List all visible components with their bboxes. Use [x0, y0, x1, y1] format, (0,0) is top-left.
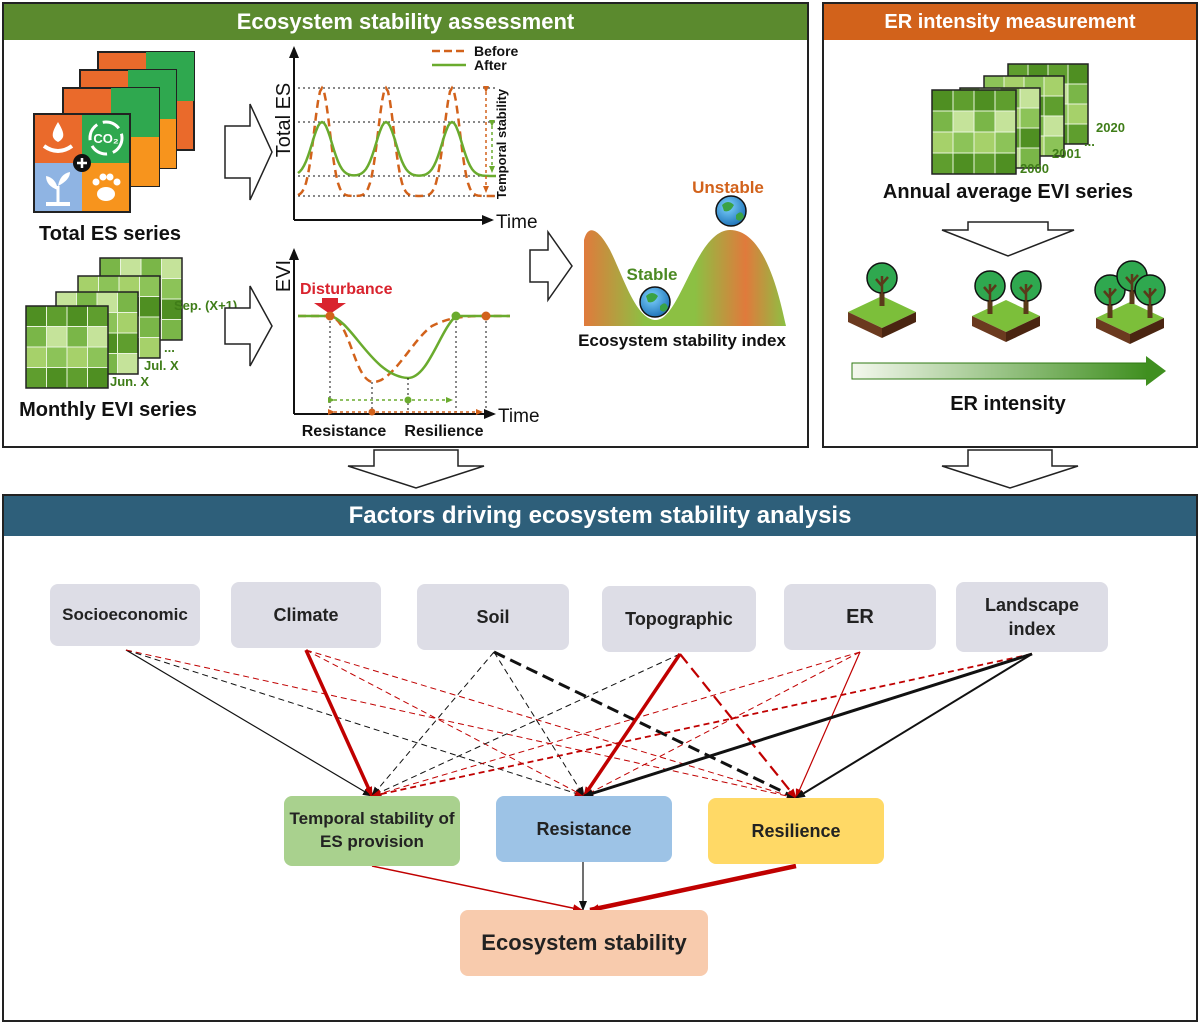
- water-drop-icon: [42, 122, 74, 153]
- chart1-after-curve: [297, 120, 496, 178]
- annual-evi-label: Annual average EVI series: [883, 181, 1133, 203]
- factors-banner: Factors driving ecosystem stability anal…: [4, 496, 1196, 536]
- paw-icon: [92, 173, 121, 201]
- chart1-ylabel: Total ES: [273, 83, 295, 157]
- arrow-charts-to-index: [529, 229, 573, 303]
- resilience-axis-label: Resilience: [404, 423, 483, 440]
- final-ecosystem-stability: Ecosystem stability: [460, 910, 708, 976]
- tree-icon: [1094, 274, 1126, 318]
- stable-globe-icon: [639, 286, 671, 318]
- tree-icon: [974, 270, 1006, 314]
- es-card-front: CO₂: [33, 113, 131, 213]
- component-resistance: Resistance: [496, 796, 672, 862]
- chart1-before-curve: [297, 85, 496, 198]
- annual-evi-grids: [931, 63, 1089, 175]
- total-es-card-stack: CO₂ Total ES series: [33, 51, 195, 245]
- er-intensity-banner: ER intensity measurement: [824, 4, 1196, 40]
- arrow-evi-to-chart: [224, 285, 273, 367]
- factor-er: ER: [784, 584, 936, 650]
- stability-index-label: Ecosystem stability index: [578, 331, 786, 350]
- monthly-evi-label: Monthly EVI series: [19, 399, 197, 421]
- disturbance-label: Disturbance: [300, 281, 393, 298]
- temporal-to-final-arrow: [371, 865, 583, 913]
- landscape-hill: [584, 230, 786, 326]
- arrow-ecosystem-to-factors: [347, 449, 485, 489]
- month-label-jul: Jul. X: [144, 358, 179, 373]
- factor-connection-lines: [125, 649, 1033, 800]
- chart2-xlabel: Time: [498, 406, 540, 427]
- year-label-2020: 2020: [1096, 120, 1125, 135]
- tree-icon: [1134, 274, 1166, 318]
- tree-icon: [1010, 270, 1042, 314]
- annual-grid-front: [931, 89, 1017, 175]
- total-es-label: Total ES series: [39, 223, 181, 245]
- unstable-label: Unstable: [692, 178, 764, 197]
- ecosystem-stability-banner: Ecosystem stability assessment: [4, 4, 807, 40]
- year-label-ellipsis: ...: [1084, 134, 1095, 149]
- chart1-xlabel: Time: [496, 212, 538, 233]
- disturbance-arrow-icon: [314, 298, 346, 314]
- tree-icon: [866, 262, 898, 306]
- chart2-after-curve: [298, 314, 510, 380]
- co2-cycle-icon: CO₂: [88, 120, 124, 156]
- month-label-ellipsis: ...: [164, 340, 175, 355]
- monthly-evi-grids: [25, 257, 183, 389]
- factor-topographic: Topographic: [602, 586, 756, 652]
- year-label-2000: 2000: [1020, 161, 1049, 176]
- evi-grid-front: [25, 305, 109, 389]
- factor-landscape-index: Landscape index: [956, 582, 1108, 652]
- arrow-er-to-factors: [941, 449, 1079, 489]
- arrow-evi-to-trees: [941, 221, 1075, 257]
- factor-soil: Soil: [417, 584, 569, 650]
- legend-before-label: Before: [474, 43, 519, 59]
- unstable-globe-icon: [715, 195, 747, 227]
- total-es-chart: Total ES Time Before After Temporal stab…: [273, 43, 538, 233]
- month-label-sep: Sep. (X+1): [174, 298, 237, 313]
- tree-tile-2: [972, 270, 1042, 342]
- year-label-2001: 2001: [1052, 146, 1081, 161]
- seedling-icon: [46, 172, 70, 206]
- legend-after-label: After: [474, 57, 507, 73]
- resilience-to-final-arrow: [589, 863, 797, 913]
- arrow-es-to-chart: [224, 103, 273, 201]
- evi-disturbance-chart: EVI Time Disturbance Resistance Resilien…: [273, 248, 540, 440]
- tree-tile-1: [848, 262, 916, 338]
- chart2-ylabel: EVI: [273, 260, 295, 292]
- factor-climate: Climate: [231, 582, 381, 648]
- component-resilience: Resilience: [708, 798, 884, 864]
- tree-tile-3: [1094, 260, 1166, 344]
- chart1-annotation: Temporal stability: [494, 88, 509, 199]
- component-temporal-stability: Temporal stability of ES provision: [284, 796, 460, 866]
- er-intensity-arrow: [851, 356, 1166, 386]
- factor-socioeconomic: Socioeconomic: [50, 584, 200, 646]
- month-label-jun: Jun. X: [110, 374, 149, 389]
- svg-text:CO₂: CO₂: [93, 131, 119, 146]
- stable-label: Stable: [626, 265, 677, 284]
- resistance-axis-label: Resistance: [302, 423, 387, 440]
- plus-icon: [73, 154, 91, 172]
- er-intensity-label: ER intensity: [950, 393, 1066, 415]
- stability-landscape: Stable Unstable Ecosystem stability inde…: [578, 178, 786, 350]
